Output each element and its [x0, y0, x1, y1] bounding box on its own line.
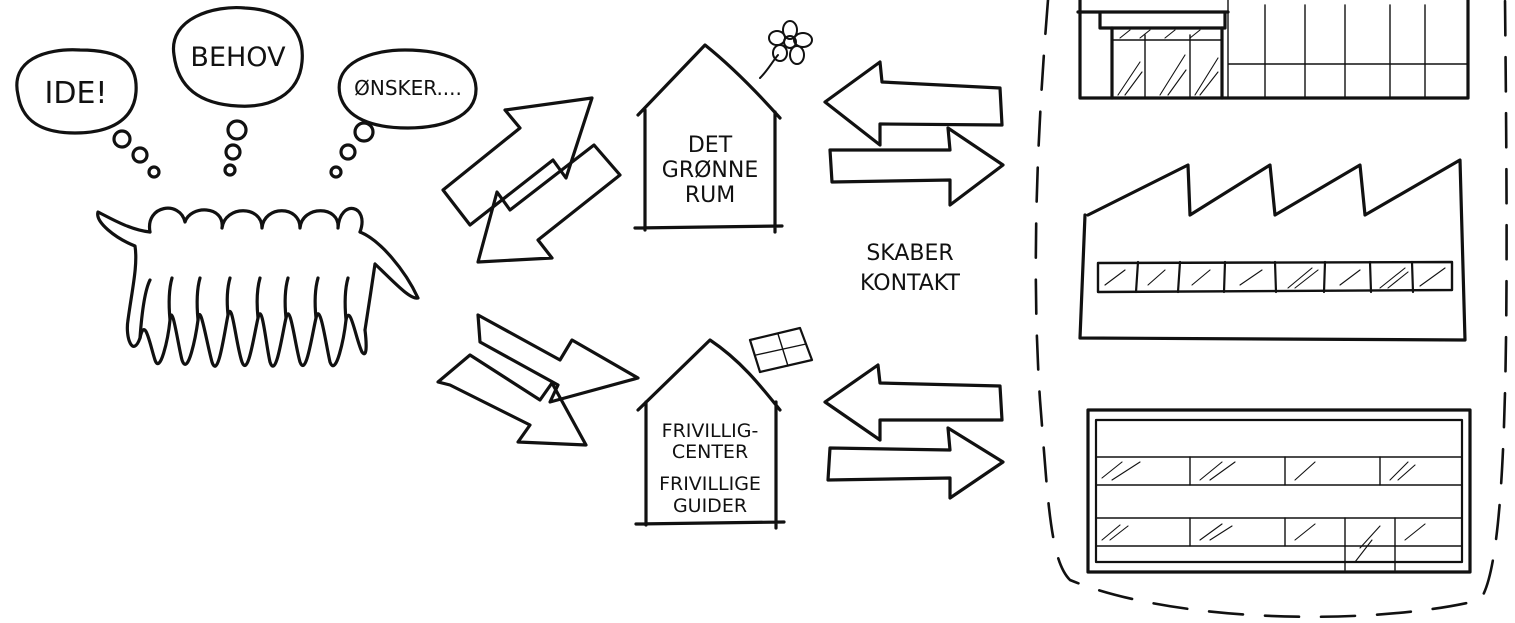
arrow-icon: [441, 96, 594, 227]
thought-dot: [224, 143, 242, 161]
flag-icon: [748, 326, 814, 374]
house-volunteer-line4: GUIDER: [673, 495, 747, 517]
office-building-icon: [1086, 408, 1472, 574]
arrow-icon: [476, 313, 640, 404]
contact-label-line1: SKABER: [866, 241, 953, 266]
thought-bubble-needs: BEHOV: [172, 5, 304, 177]
arrow-icon: [436, 353, 588, 447]
thought-bubble-icon: [337, 48, 478, 130]
house-volunteer-center: FRIVILLIG- CENTER FRIVILLIGE GUIDER: [634, 326, 814, 530]
house-volunteer-line2: CENTER: [672, 441, 748, 463]
crowd-icon: [96, 206, 420, 368]
thought-bubble-icon: [172, 5, 304, 108]
bubble-idea-text: IDE!: [45, 76, 108, 111]
flower-icon: [759, 20, 813, 79]
house-volunteer-line3: FRIVILLIGE: [659, 473, 761, 495]
thought-bubble-wishes: ØNSKER....: [329, 48, 478, 179]
thought-dot: [226, 119, 248, 141]
arrow-icon: [826, 426, 1005, 500]
house-volunteer-line1: FRIVILLIG-: [662, 420, 759, 442]
shop-icon: [1076, 0, 1470, 100]
house-green-line2: GRØNNE: [662, 158, 758, 183]
house-icon: [634, 338, 786, 530]
contact-label-line2: KONTAKT: [860, 271, 960, 296]
arrow-icon: [823, 60, 1004, 147]
arrow-icon: [828, 126, 1005, 207]
thought-dot: [223, 163, 237, 177]
thought-dot: [329, 165, 343, 179]
house-icon: [633, 43, 784, 234]
thought-bubble-idea: IDE!: [15, 48, 161, 179]
thought-dot: [339, 143, 357, 161]
bubble-needs-text: BEHOV: [190, 42, 286, 73]
thought-bubble-icon: [15, 48, 138, 135]
house-green-room: DET GRØNNE RUM: [633, 20, 813, 234]
bubble-wishes-text: ØNSKER....: [354, 76, 462, 100]
dashed-boundary: [1034, 0, 1508, 619]
thought-dot: [112, 129, 132, 149]
house-green-line1: DET: [688, 133, 733, 158]
thought-dot: [147, 165, 161, 179]
thought-dot: [353, 121, 375, 143]
house-green-line3: RUM: [685, 183, 735, 208]
arrow-icon: [823, 363, 1004, 442]
factory-icon: [1078, 158, 1467, 342]
arrow-icon: [476, 143, 622, 264]
thought-dot: [131, 146, 149, 164]
